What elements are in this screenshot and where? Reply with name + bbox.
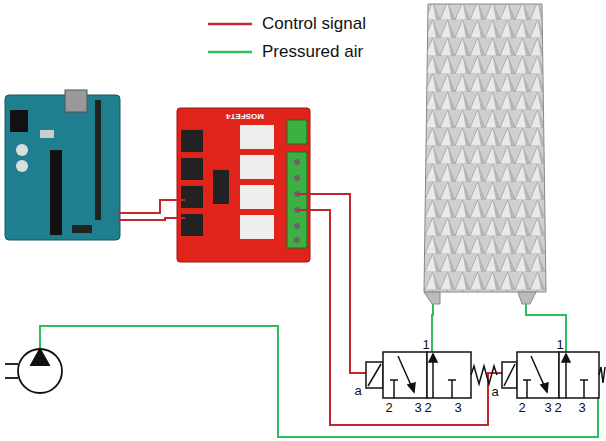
air-line	[40, 304, 598, 437]
legend-text: Control signal	[262, 15, 366, 32]
legend-text: Pressured air	[262, 43, 363, 60]
arduino-board	[5, 90, 120, 240]
port-number: 2	[518, 401, 525, 414]
port-number: 2	[554, 401, 561, 414]
port-number: 1	[422, 338, 429, 351]
legend-line	[208, 51, 252, 54]
solenoid-label: a	[354, 384, 361, 397]
port-number: 3	[414, 401, 421, 414]
soft-actuator	[424, 4, 546, 304]
valve-symbol	[502, 352, 605, 398]
legend-line	[208, 23, 252, 26]
board-label: MOSFET4	[226, 112, 264, 120]
pump-symbol	[5, 349, 62, 393]
port-number: 2	[424, 401, 431, 414]
solenoid-label: a	[491, 385, 498, 398]
valve-symbol	[366, 352, 497, 398]
port-number: 1	[556, 338, 563, 351]
port-number: 3	[454, 401, 461, 414]
port-number: 3	[578, 401, 585, 414]
port-number: 3	[544, 401, 551, 414]
control-wire	[118, 194, 502, 425]
mosfet-board	[177, 108, 310, 262]
port-number: 2	[385, 401, 392, 414]
